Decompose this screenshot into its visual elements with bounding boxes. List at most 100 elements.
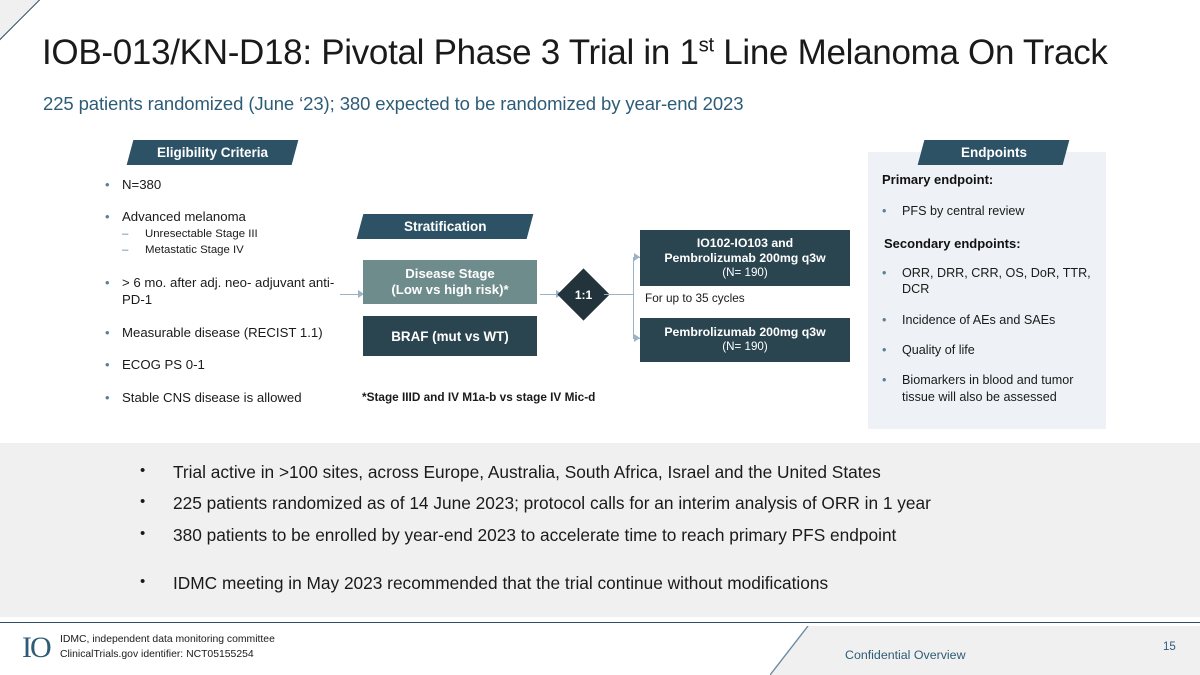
dash-bullet-icon: – xyxy=(122,227,129,240)
list-item: • IDMC meeting in May 2023 recommended t… xyxy=(140,572,1130,594)
endpoints-banner-label: Endpoints xyxy=(960,145,1027,160)
list-item-label: Measurable disease (RECIST 1.1) xyxy=(122,324,323,340)
corner-triangle-decoration xyxy=(0,0,40,40)
list-item-label: IDMC meeting in May 2023 recommended tha… xyxy=(173,573,829,594)
sub-list-item: – Metastatic Stage IV xyxy=(122,242,258,259)
arrowhead-icon xyxy=(634,253,640,261)
bottom-notes-band xyxy=(0,443,1200,617)
footer-notes: IDMC, independent data monitoring commit… xyxy=(60,633,275,663)
arm2-sample-size: (N= 190) xyxy=(722,340,768,354)
list-item: • 380 patients to be enrolled by year-en… xyxy=(140,524,1130,546)
stratification-banner: Stratification xyxy=(356,214,534,239)
list-item: • Quality of life xyxy=(882,342,1104,358)
stratification-footnote: *Stage IIID and IV M1a-b vs stage IV Mic… xyxy=(362,390,596,404)
bullet-dot-icon: • xyxy=(105,209,110,225)
title-suffix: Line Melanoma On Track xyxy=(713,33,1108,72)
confidentiality-label: Confidential Overview xyxy=(845,648,966,662)
stratification-banner-label: Stratification xyxy=(403,219,487,234)
list-item-label: 225 patients randomized as of 14 June 20… xyxy=(173,493,931,514)
list-item-label: > 6 mo. after adj. neo- adjuvant anti-PD… xyxy=(122,274,335,308)
list-item-label: Incidence of AEs and SAEs xyxy=(902,312,1056,327)
bullet-dot-icon: • xyxy=(882,343,887,358)
sub-list-item: – Unresectable Stage III xyxy=(122,226,258,243)
endpoints-panel xyxy=(868,152,1106,429)
page-number: 15 xyxy=(1163,641,1176,653)
arm1-line1: IO102-IO103 and xyxy=(696,235,794,250)
randomization-ratio-label: 1:1 xyxy=(574,287,593,302)
page-title: IOB-013/KN-D18: Pivotal Phase 3 Trial in… xyxy=(42,33,1172,73)
treatment-arm-2-box: Pembrolizumab 200mg q3w (N= 190) xyxy=(640,318,850,362)
list-item: • Incidence of AEs and SAEs xyxy=(882,312,1104,328)
treatment-arm-1-box: IO102-IO103 and Pembrolizumab 200mg q3w … xyxy=(640,230,850,286)
arm2-line1: Pembrolizumab 200mg q3w xyxy=(664,325,826,340)
title-superscript: st xyxy=(698,34,714,57)
eligibility-criteria-banner-label: Eligibility Criteria xyxy=(156,145,269,160)
footer-note-line-2: ClinicalTrials.gov identifier: NCT051552… xyxy=(60,648,254,660)
connector-eligibility-to-strat xyxy=(340,294,362,296)
list-item: • Advanced melanoma – Unresectable Stage… xyxy=(105,208,350,258)
list-item-label: ORR, DRR, CRR, OS, DoR, TTR, DCR xyxy=(902,266,1091,297)
company-logo: IO xyxy=(22,631,52,664)
arrowhead-icon xyxy=(634,334,640,342)
cycles-note: For up to 35 cycles xyxy=(645,291,745,305)
secondary-endpoints-heading: Secondary endpoints: xyxy=(884,236,1021,251)
bullet-dot-icon: • xyxy=(882,373,887,388)
list-item-label: Advanced melanoma xyxy=(122,209,246,225)
list-item-label: N=380 xyxy=(122,177,162,192)
bullet-dot-icon: • xyxy=(882,312,887,327)
disease-stage-line1: Disease Stage xyxy=(405,266,495,282)
connector-diamond-stem xyxy=(604,294,634,296)
title-prefix: IOB-013/KN-D18: Pivotal Phase 3 Trial in… xyxy=(42,33,699,72)
list-item-label: Quality of life xyxy=(902,343,975,358)
list-item-label: Biomarkers in blood and tumor tissue wil… xyxy=(902,373,1074,404)
list-item: • Biomarkers in blood and tumor tissue w… xyxy=(882,372,1104,405)
endpoints-banner: Endpoints xyxy=(917,140,1070,165)
list-item: • PFS by central review xyxy=(882,203,1104,219)
bullet-dot-icon: • xyxy=(882,204,887,218)
primary-endpoint-heading: Primary endpoint: xyxy=(882,172,994,187)
secondary-endpoints-list: • ORR, DRR, CRR, OS, DoR, TTR, DCR • Inc… xyxy=(882,265,1104,419)
list-item: • Stable CNS disease is allowed xyxy=(105,389,350,406)
arm1-line2: Pembrolizumab 200mg q3w xyxy=(664,250,826,265)
connector-split-vertical xyxy=(633,257,635,339)
braf-box-label: BRAF (mut vs WT) xyxy=(391,328,509,344)
list-item: • 225 patients randomized as of 14 June … xyxy=(140,492,1130,514)
eligibility-criteria-list: • N=380 • Advanced melanoma – Unresectab… xyxy=(105,176,350,421)
footer-note-line-1: IDMC, independent data monitoring commit… xyxy=(60,634,275,645)
disease-stage-line2: (Low vs high risk)* xyxy=(391,282,509,297)
disease-stage-box: Disease Stage (Low vs high risk)* xyxy=(363,260,537,304)
list-item: • Measurable disease (RECIST 1.1) xyxy=(105,324,350,341)
bottom-notes-list: • Trial active in >100 sites, across Eur… xyxy=(140,461,1130,604)
bullet-dot-icon: • xyxy=(105,324,110,340)
bullet-dot-icon: • xyxy=(140,493,146,511)
list-item: • ORR, DRR, CRR, OS, DoR, TTR, DCR xyxy=(882,265,1104,298)
list-item-label: Trial active in >100 sites, across Europ… xyxy=(173,462,881,482)
list-item-label: Stable CNS disease is allowed xyxy=(122,389,302,405)
sub-list-item-label: Unresectable Stage III xyxy=(145,227,258,240)
primary-endpoint-list: • PFS by central review xyxy=(882,203,1104,233)
footer-divider xyxy=(0,622,1200,624)
list-item: • N=380 xyxy=(105,176,350,193)
bullet-dot-icon: • xyxy=(105,389,110,405)
list-item-label: ECOG PS 0-1 xyxy=(122,357,205,373)
footer-band xyxy=(770,626,1200,675)
list-item: • > 6 mo. after adj. neo- adjuvant anti-… xyxy=(105,274,350,309)
list-item: • Trial active in >100 sites, across Eur… xyxy=(140,461,1130,483)
page-subtitle: 225 patients randomized (June ‘23); 380 … xyxy=(43,93,744,114)
bullet-dot-icon: • xyxy=(140,573,146,591)
list-item-label: PFS by central review xyxy=(902,204,1025,218)
bullet-dot-icon: • xyxy=(882,266,887,280)
bullet-dot-icon: • xyxy=(140,524,146,542)
eligibility-criteria-banner: Eligibility Criteria xyxy=(126,140,299,165)
sub-list-item-label: Metastatic Stage IV xyxy=(145,244,244,257)
braf-box: BRAF (mut vs WT) xyxy=(363,316,537,356)
bullet-dot-icon: • xyxy=(105,274,110,290)
list-item-sublist: – Unresectable Stage III – Metastatic St… xyxy=(122,226,258,259)
bullet-dot-icon: • xyxy=(105,357,110,373)
connector-strat-to-diamond xyxy=(540,294,560,296)
arm1-sample-size: (N= 190) xyxy=(722,266,768,280)
arrowhead-icon xyxy=(358,290,364,298)
list-item: • ECOG PS 0-1 xyxy=(105,356,350,373)
bullet-dot-icon: • xyxy=(105,177,110,192)
